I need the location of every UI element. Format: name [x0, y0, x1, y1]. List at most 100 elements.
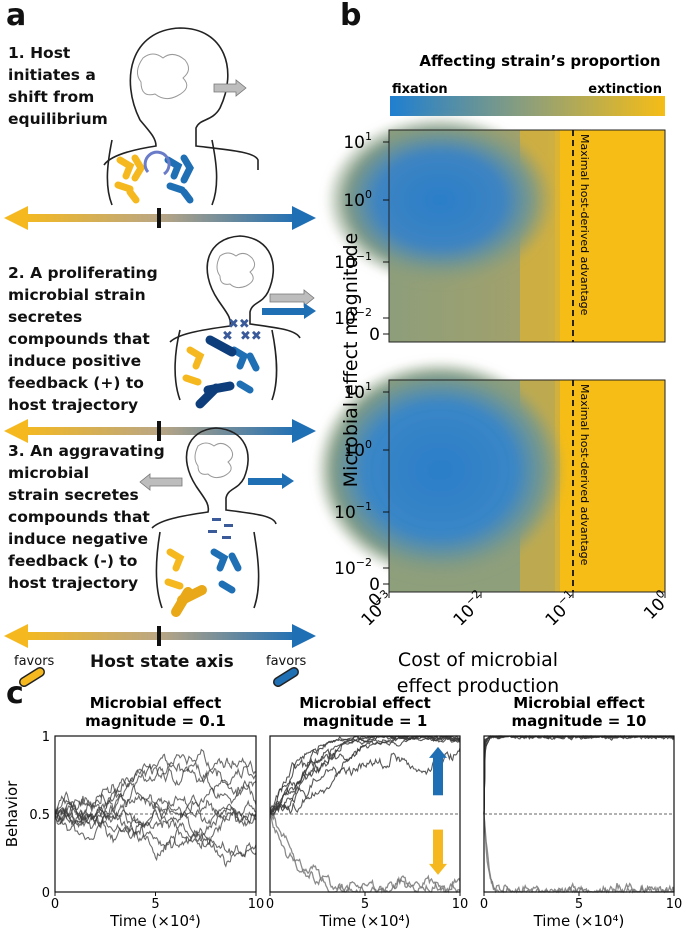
xtick-label: 10−2: [448, 587, 491, 630]
trajectory-line: [269, 735, 461, 815]
blue-strain-icon: [273, 667, 299, 687]
host-state-axis-1: [4, 206, 316, 230]
chart-title-line2: magnitude = 0.1: [85, 712, 226, 730]
colorbar-label-extinction: extinction: [588, 82, 662, 97]
trajectory-line: [54, 796, 257, 858]
host-state-axis-label: Host state axis: [90, 652, 234, 672]
ytick-label: 10−2: [334, 306, 372, 329]
gut-2: ✖✖✖✖✖: [174, 317, 278, 409]
xtick-label: 10: [666, 897, 683, 912]
gray-arrow-1: [213, 79, 247, 97]
favors-right-label: favors: [266, 654, 307, 669]
colorbar-title: Affecting strain’s proportion: [419, 52, 660, 70]
ytick-label: 100: [343, 438, 372, 461]
trajectory-line: [269, 735, 461, 815]
trajectory-line: [54, 782, 257, 841]
gray-arrow-2: [269, 289, 315, 307]
panel-b-letter: b: [340, 0, 362, 33]
trajectory-line: [269, 813, 461, 894]
trajectory-line: [483, 735, 675, 815]
trajectory-line: [483, 735, 674, 815]
trajectory-line: [269, 747, 461, 816]
ytick-label: 10−2: [334, 556, 372, 579]
yellow-down-arrow-shaft: [433, 829, 443, 868]
trajectory-line: [269, 735, 461, 816]
host-state-axis-2: [4, 419, 316, 443]
chart-xlabel: Time (×10⁴): [533, 912, 625, 930]
xtick-label: 10−1: [540, 587, 583, 630]
xtick-label: 100: [638, 587, 675, 624]
trajectory-line: [483, 813, 675, 894]
trajectory-line: [54, 792, 257, 828]
trajectory-line: [483, 735, 675, 815]
b-xlabel-line1: Cost of microbial: [398, 649, 558, 671]
chart-title-line1: Microbial effect: [513, 694, 645, 712]
host-state-axis-3: [4, 624, 316, 648]
gut-1: [106, 139, 218, 206]
ytick-label: 101: [343, 130, 372, 153]
ytick-label: 10−1: [334, 500, 372, 523]
trajectory-line: [483, 813, 675, 894]
ytick-label: 101: [343, 380, 372, 403]
colorbar-label-fixation: fixation: [392, 82, 448, 97]
xtick-label: 0: [480, 897, 488, 912]
blue-arrow-3: [248, 473, 294, 489]
trajectory-line: [483, 735, 674, 815]
chart-title-line2: magnitude = 10: [512, 712, 647, 730]
trajectory-line: [54, 753, 257, 828]
host-figure-3: [151, 427, 277, 529]
yellow-down-arrow-icon: [429, 863, 447, 875]
trajectory-line: [269, 735, 461, 815]
ytick-label: 0: [42, 886, 50, 901]
max-advantage-label-2: Maximal host-derived advantage: [578, 384, 591, 566]
max-advantage-label-1: Maximal host-derived advantage: [578, 134, 591, 316]
chart-title-line1: Microbial effect: [90, 694, 222, 712]
gray-arrow-3: [139, 473, 183, 491]
xtick-label: 10−3: [356, 587, 399, 630]
colorbar: [390, 96, 665, 116]
ytick-label: 0.5: [29, 808, 50, 823]
chart-xlabel: Time (×10⁴): [109, 912, 201, 930]
xtick-label: 5: [361, 897, 369, 912]
xtick-label: 5: [575, 897, 583, 912]
panel-c-letter: c: [6, 676, 24, 711]
gut-3: [155, 518, 260, 617]
xtick-label: 10: [452, 897, 469, 912]
b-xlabel-line2: effect production: [397, 675, 559, 697]
ytick-label: 10−1: [334, 250, 372, 273]
host-figure-1: [103, 27, 259, 170]
trajectory-line: [54, 807, 257, 868]
trajectory-line: [269, 813, 461, 894]
xtick-label: 0: [266, 897, 274, 912]
chart-title-line1: Microbial effect: [299, 694, 431, 712]
favors-left-label: favors: [14, 654, 55, 669]
svg-text:✖✖: ✖✖: [228, 317, 250, 332]
trajectory-line: [483, 735, 675, 815]
host-figure-2: [169, 235, 301, 343]
yellow-strain-icon: [19, 667, 45, 687]
trajectory-line: [269, 735, 461, 815]
chart-title-line2: magnitude = 1: [303, 712, 428, 730]
blue-up-arrow-icon: [429, 746, 447, 758]
svg-text:✖: ✖: [222, 329, 233, 344]
b-ylabel: Microbial effect magnitude: [340, 233, 362, 488]
ytick-label: 100: [343, 188, 372, 211]
trajectory-line: [483, 735, 674, 815]
ytick-label: 1: [42, 730, 50, 745]
blue-up-arrow-shaft: [433, 754, 443, 796]
trajectory-line: [54, 806, 257, 862]
xtick-label: 0: [51, 897, 59, 912]
chart-xlabel: Time (×10⁴): [319, 912, 411, 930]
xtick-label: 5: [151, 897, 159, 912]
trajectory-line: [483, 735, 675, 815]
xtick-label: 10: [248, 897, 265, 912]
ytick-label: 0: [369, 575, 380, 595]
trajectory-line: [269, 735, 461, 817]
svg-text:✖✖: ✖✖: [240, 329, 262, 344]
blue-arrow-2: [262, 303, 316, 319]
